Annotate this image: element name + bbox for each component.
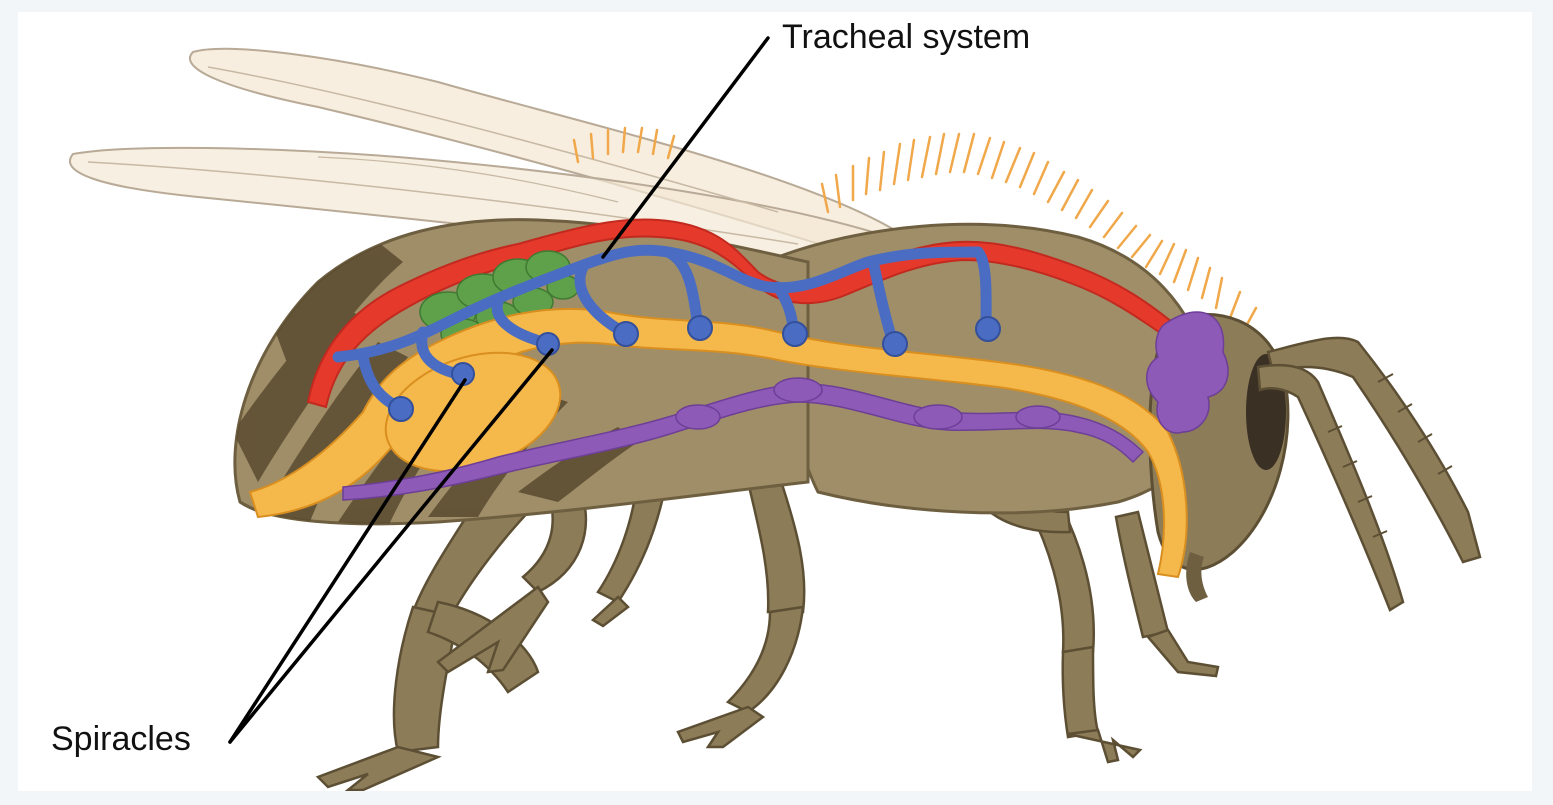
leader-lines bbox=[228, 36, 770, 744]
ganglia bbox=[675, 311, 1229, 434]
tracheal-leader-line bbox=[601, 36, 770, 259]
thorax-hair bbox=[572, 126, 1258, 332]
antenna bbox=[1256, 363, 1405, 612]
gut bbox=[248, 307, 1188, 579]
spiracle-leader-line bbox=[228, 378, 467, 744]
antenna bbox=[1266, 336, 1482, 564]
legs bbox=[315, 450, 1220, 791]
spiracle-leader-line bbox=[228, 348, 554, 744]
spiracles-label: Spiracles bbox=[51, 720, 191, 758]
tracheal-system-label: Tracheal system bbox=[782, 18, 1031, 56]
spiracle-openings bbox=[388, 315, 1001, 422]
brain bbox=[1146, 311, 1229, 434]
diagram-panel: Tracheal system Spiracles bbox=[18, 12, 1532, 791]
internal-organs bbox=[248, 218, 1229, 579]
bee-anatomy-illustration bbox=[69, 36, 1482, 791]
